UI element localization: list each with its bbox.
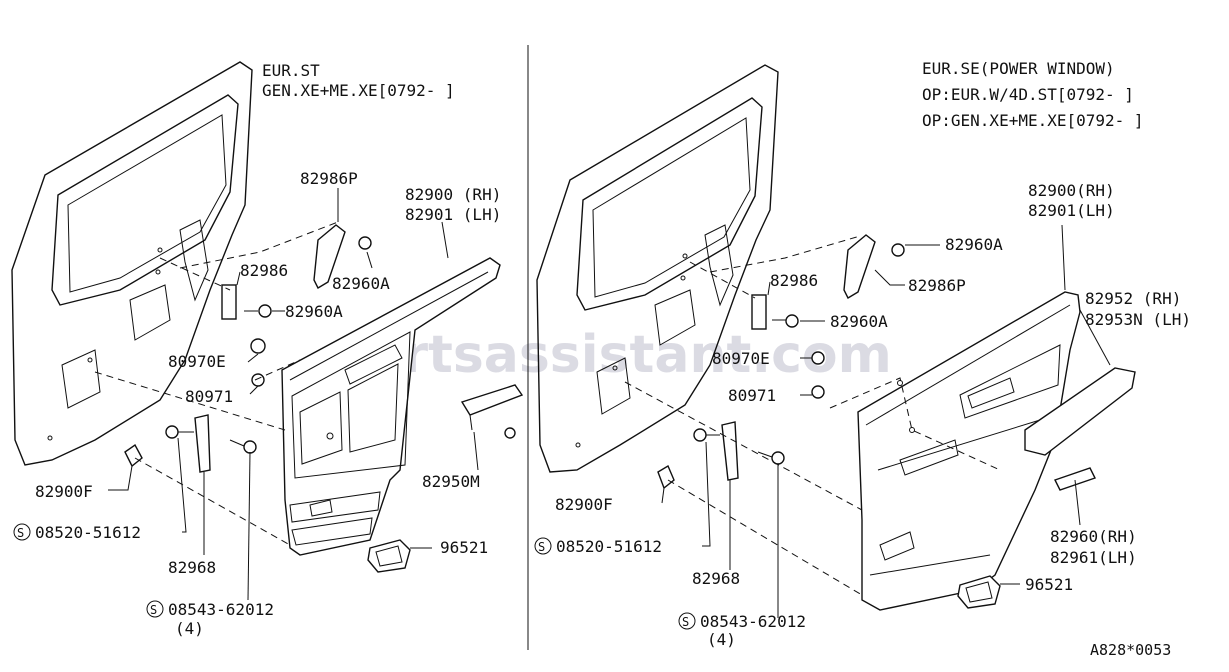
label-82900-rh: 82900 (RH) [405,185,501,204]
label-82960a-lower: 82960A [285,302,343,321]
label-80971: 80971 [185,387,233,406]
s-marker: S [534,537,552,555]
label-82901-lh: 82901 (LH) [405,205,501,224]
left-header-line-1: EUR.ST [262,61,320,80]
s-marker: S [146,600,164,618]
s-marker-text: S [150,603,157,617]
label-96521: 96521 [1025,575,1073,594]
label-82986: 82986 [240,261,288,280]
label-08543-62012: 08543-62012 [168,600,274,619]
left-header-line-2: GEN.XE+ME.XE[0792- ] [262,81,455,100]
right-header-line-2: OP:EUR.W/4D.ST[0792- ] [922,85,1134,104]
right-leaders [624,224,1111,618]
label-82901-lh: 82901(LH) [1028,201,1115,220]
left-panel: EUR.ST GEN.XE+ME.XE[0792- ] 82986P 82900… [11,61,524,638]
label-08543-qty: (4) [707,630,736,649]
label-08520-51612: 08520-51612 [556,537,662,556]
diagram-code: A828*0053 [1090,641,1171,659]
label-80970e: 80970E [168,352,226,371]
s-marker: S [678,612,696,630]
s-marker-text: S [17,526,24,540]
label-82960a-lower: 82960A [830,312,888,331]
label-82986p: 82986P [300,169,358,188]
right-small-parts [657,234,1136,609]
label-82968: 82968 [168,558,216,577]
right-door-trim-panel [857,291,1081,611]
label-82960a-upper: 82960A [332,274,390,293]
right-door-shell [536,64,779,473]
label-82961-lh: 82961(LH) [1050,548,1137,567]
label-08543-qty: (4) [175,619,204,638]
left-door-shell [11,61,253,466]
label-82986: 82986 [770,271,818,290]
label-82900-rh: 82900(RH) [1028,181,1115,200]
label-82968: 82968 [692,569,740,588]
label-82953n-lh: 82953N (LH) [1085,310,1191,329]
label-96521: 96521 [440,538,488,557]
label-82960a-upper: 82960A [945,235,1003,254]
label-82900f: 82900F [555,495,613,514]
right-panel: EUR.SE(POWER WINDOW) OP:EUR.W/4D.ST[0792… [534,59,1191,649]
label-82986p: 82986P [908,276,966,295]
left-door-trim-panel [281,257,501,556]
label-08543-62012: 08543-62012 [700,612,806,631]
s-marker-text: S [538,540,545,554]
label-80971: 80971 [728,386,776,405]
label-82900f: 82900F [35,482,93,501]
s-marker: S [13,523,31,541]
watermark: partsassistant.com [330,325,892,385]
label-82950m: 82950M [422,472,480,491]
left-small-parts [124,224,524,573]
label-82952-rh: 82952 (RH) [1085,289,1181,308]
label-82960-rh: 82960(RH) [1050,527,1137,546]
label-08520-51612: 08520-51612 [35,523,141,542]
right-header-line-1: EUR.SE(POWER WINDOW) [922,59,1115,78]
left-leaders [94,188,479,601]
s-marker-text: S [682,615,689,629]
label-80970e: 80970E [712,349,770,368]
right-header-line-3: OP:GEN.XE+ME.XE[0792- ] [922,111,1144,130]
